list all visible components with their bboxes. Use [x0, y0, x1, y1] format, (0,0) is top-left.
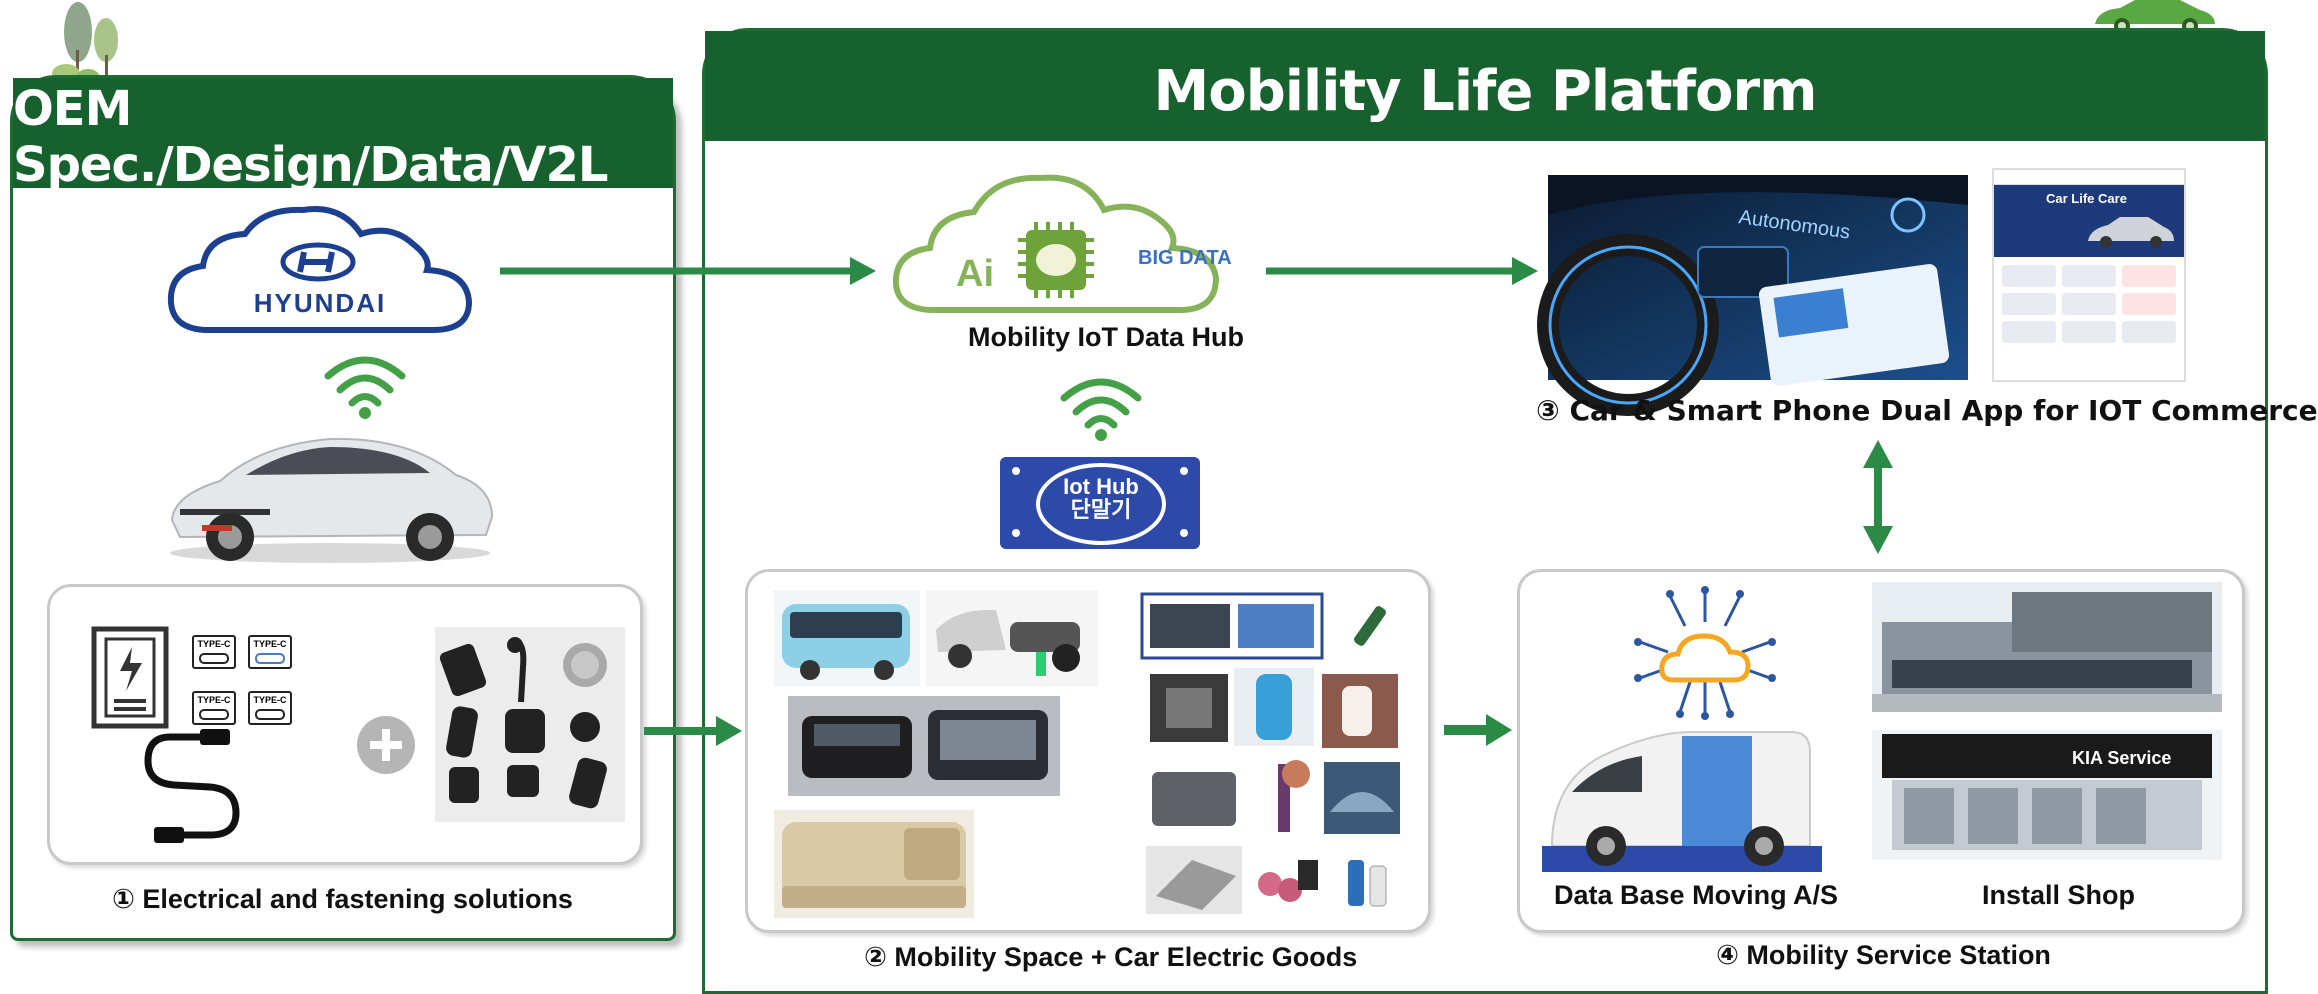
mobility-goods-caption: ② Mobility Space + Car Electric Goods [864, 942, 1358, 972]
app-hero-banner: Car Life Care [1994, 185, 2184, 257]
service-station-caption: ④ Mobility Service Station [1716, 940, 2051, 970]
seat-cooler-image [1234, 668, 1314, 746]
badge-hole [1012, 467, 1020, 475]
badge-line-2: 단말기 [1070, 498, 1132, 523]
app-menu-icon [2002, 293, 2056, 315]
hyundai-wordmark: HYUNDAI [253, 288, 387, 318]
windshield-cover-image [1324, 762, 1400, 834]
service-station-box: KIA Service Data Base Moving A/S Install… [1517, 569, 2245, 933]
app-menu-icon [2002, 321, 2056, 343]
app-menu-icon [2122, 265, 2176, 287]
dual-app-caption: ③ Car & Smart Phone Dual App for IOT Com… [1536, 394, 2318, 427]
wifi-icon [324, 356, 406, 419]
mobility-platform-title: Mobility Life Platform [705, 31, 2265, 141]
car-dashboard-image: Autonomous [1537, 175, 1968, 416]
hud-display-image [1140, 592, 1324, 660]
install-shop-image: KIA Service [1872, 730, 2222, 860]
service-building-image [1872, 582, 2222, 712]
typec-port-1: TYPE-C [192, 635, 236, 669]
typec-port-3: TYPE-C [192, 691, 236, 725]
hyundai-logo-icon [280, 242, 356, 282]
badge-hole [1012, 529, 1020, 537]
electrical-solutions-box: TYPE-C TYPE-C TYPE-C TYPE-C [47, 584, 643, 865]
oem-panel-title: OEM Spec./Design/Data/V2L [13, 78, 673, 193]
vacuum-pen-image [1336, 594, 1406, 658]
badge-hole [1180, 529, 1188, 537]
ai-text: Ai [956, 253, 994, 295]
usb-cable-icon [144, 729, 240, 843]
install-shop-label: Install Shop [1982, 880, 2136, 910]
app-header-bar [1994, 170, 2184, 185]
moving-service-label: Data Base Moving A/S [1554, 880, 1839, 910]
data-hub-label: Mobility IoT Data Hub [968, 322, 1244, 352]
camper-module-image [774, 810, 974, 918]
flow-arrows [500, 257, 1893, 746]
laptop-image [1146, 846, 1242, 914]
service-van-image [1542, 731, 1822, 872]
typec-port-4: TYPE-C [248, 691, 292, 725]
app-menu-icon [2062, 293, 2116, 315]
electric-panel-icon [91, 626, 169, 729]
mobility-goods-box [745, 569, 1431, 933]
cloud-icon [167, 206, 473, 333]
badge-line-1: Iot Hub [1063, 474, 1139, 499]
air-purifier-image [1146, 762, 1242, 832]
fasteners-photo [435, 627, 625, 822]
big-data-text: BIG DATA [1138, 247, 1232, 269]
data-hub-cloud-icon: Ai BIG DATA [892, 174, 1232, 313]
plus-icon [357, 716, 415, 774]
badge-ring: Iot Hub 단말기 [1036, 463, 1166, 545]
typec-port-2: TYPE-C [248, 635, 292, 669]
autonomous-pod-image [788, 696, 1060, 796]
cosmetics-image [1246, 840, 1324, 914]
kia-sign: KIA Service [2072, 748, 2171, 768]
app-menu-icon [2122, 321, 2176, 343]
robot-vehicle-image [926, 590, 1098, 686]
app-menu-icon [2122, 293, 2176, 315]
app-title: Car Life Care [2046, 191, 2127, 206]
wifi-icon [1060, 378, 1142, 441]
oem-panel: OEM Spec./Design/Data/V2L TYPE-C TYPE-C … [10, 75, 676, 941]
smartphone-app-screen: Car Life Care [1992, 168, 2186, 382]
hair-dryer-image [1248, 754, 1318, 842]
handheld-vacuum-image [1322, 674, 1398, 748]
electrical-solutions-caption: ① Electrical and fastening solutions [112, 884, 573, 914]
app-menu-grid [1994, 257, 2184, 351]
app-car-icon [2088, 217, 2174, 248]
electric-car-image [170, 437, 494, 563]
cloud-network-icon [1634, 586, 1776, 720]
app-menu-icon [2062, 321, 2116, 343]
phone-mount-image [1150, 674, 1228, 742]
app-menu-icon [2062, 265, 2116, 287]
shuttle-bus-image [774, 590, 920, 686]
hyundai-cloud: HYUNDAI [165, 200, 475, 340]
app-menu-icon [2002, 265, 2056, 287]
car-care-bottles-image [1330, 844, 1404, 914]
badge-hole [1180, 467, 1188, 475]
iot-hub-device-badge: Iot Hub 단말기 [1000, 457, 1200, 549]
